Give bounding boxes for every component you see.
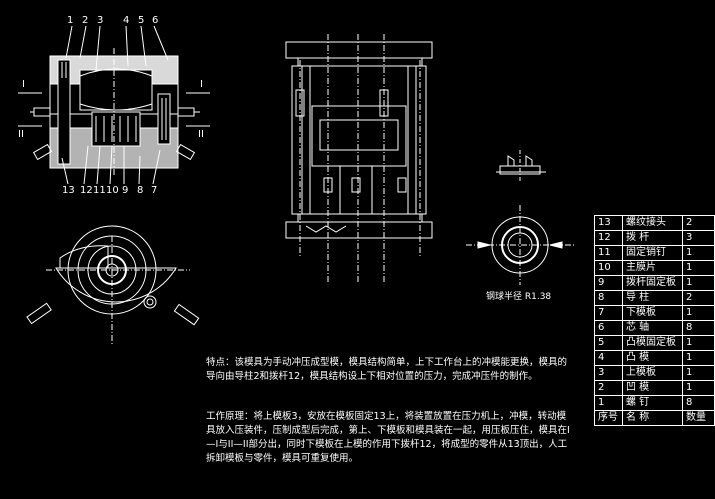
section-mark-left-ii: II [18, 129, 24, 140]
section-mark-right-ii: II [198, 129, 204, 140]
part-quantity-cell: 1 [682, 380, 715, 396]
part-name-cell: 名 称 [622, 410, 683, 426]
part-name-cell: 固定销钉 [622, 245, 683, 261]
part-number-cell: 8 [594, 290, 623, 306]
part-name-cell: 上模板 [622, 365, 683, 381]
part-name-cell: 螺纹接头 [622, 215, 683, 231]
guide-pin-left [57, 59, 71, 165]
part-name-cell: 主膜片 [622, 260, 683, 276]
callout-bottom-12: 12 [80, 185, 93, 196]
part-number-cell: 1 [594, 395, 623, 411]
part-number-cell: 3 [594, 365, 623, 381]
part-quantity-cell: 2 [682, 290, 715, 306]
part-number-cell: 4 [594, 350, 623, 366]
part-number-cell: 7 [594, 305, 623, 321]
callout-top-2: 2 [82, 15, 89, 26]
feature-note: 特点：该模具为手动冲压成型模，模具结构简单，上下工作台上的冲模能更换，模具的导向… [206, 357, 568, 382]
ring-detail [466, 205, 574, 285]
part-name-cell: 拨 杆 [622, 230, 683, 246]
punch [91, 111, 141, 147]
part-number-cell: 2 [594, 380, 623, 396]
callout-bottom-9: 9 [122, 185, 129, 196]
part-quantity-cell: 8 [682, 395, 715, 411]
part-name-cell: 导 柱 [622, 290, 683, 306]
part-quantity-cell: 1 [682, 245, 715, 261]
part-quantity-cell: 1 [682, 275, 715, 291]
part-name-cell: 螺 钉 [622, 395, 683, 411]
part-number-cell: 10 [594, 260, 623, 276]
parts-table-header: 序号名 称数量 [594, 410, 715, 426]
part-number-cell: 12 [594, 230, 623, 246]
die-set-body [311, 105, 407, 167]
working-principle-note: 工作原理：将上模板3，安放在模板固定13上，将装置放置在压力机上，冲模，转动模具… [206, 411, 570, 464]
part-number-cell: 13 [594, 215, 623, 231]
part-number-cell: 9 [594, 275, 623, 291]
part-quantity-cell: 1 [682, 365, 715, 381]
part-name-cell: 凸 模 [622, 350, 683, 366]
part-number-cell: 序号 [594, 410, 623, 426]
callout-bottom-7: 7 [151, 185, 158, 196]
section-mark-left-i: I [22, 79, 25, 90]
left-fitting [33, 107, 51, 117]
guide-column-left [291, 65, 303, 215]
bottom-plate [285, 221, 433, 239]
front-view [285, 34, 433, 282]
callout-top-1: 1 [67, 15, 74, 26]
guide-column-right [415, 65, 427, 215]
callout-bottom-13: 13 [62, 185, 75, 196]
plan-outline [55, 267, 177, 303]
part-number-cell: 11 [594, 245, 623, 261]
callout-bottom-10: 10 [106, 185, 119, 196]
part-quantity-cell: 1 [682, 335, 715, 351]
callout-top-3: 3 [97, 15, 104, 26]
callout-top-5: 5 [138, 15, 145, 26]
section-mark-right-i: I [200, 79, 203, 90]
plan-view [26, 225, 200, 346]
callout-bottom-8: 8 [137, 185, 144, 196]
part-name-cell: 拨杆固定板 [622, 275, 683, 291]
part-quantity-cell: 2 [682, 215, 715, 231]
part-name-cell: 下模板 [622, 305, 683, 321]
part-name-cell: 芯 轴 [622, 320, 683, 336]
part-name-cell: 凹 模 [622, 380, 683, 396]
top-detail [496, 150, 546, 182]
part-quantity-cell: 1 [682, 305, 715, 321]
guide-pin-right [157, 93, 171, 145]
part-name-cell: 凸模固定板 [622, 335, 683, 351]
right-fitting [177, 107, 195, 117]
top-plate [285, 41, 433, 59]
die-cavity [79, 69, 153, 111]
part-quantity-cell: 1 [682, 350, 715, 366]
part-quantity-cell: 1 [682, 260, 715, 276]
callout-bottom-11: 11 [93, 185, 106, 196]
part-quantity-cell: 3 [682, 230, 715, 246]
callout-top-6: 6 [152, 15, 159, 26]
sectional-view [18, 25, 210, 185]
ball-radius-label: 钢球半径 R1.38 [486, 292, 552, 302]
part-number-cell: 6 [594, 320, 623, 336]
part-quantity-cell: 8 [682, 320, 715, 336]
part-quantity-cell: 数量 [682, 410, 715, 426]
callout-top-4: 4 [123, 15, 130, 26]
part-number-cell: 5 [594, 335, 623, 351]
